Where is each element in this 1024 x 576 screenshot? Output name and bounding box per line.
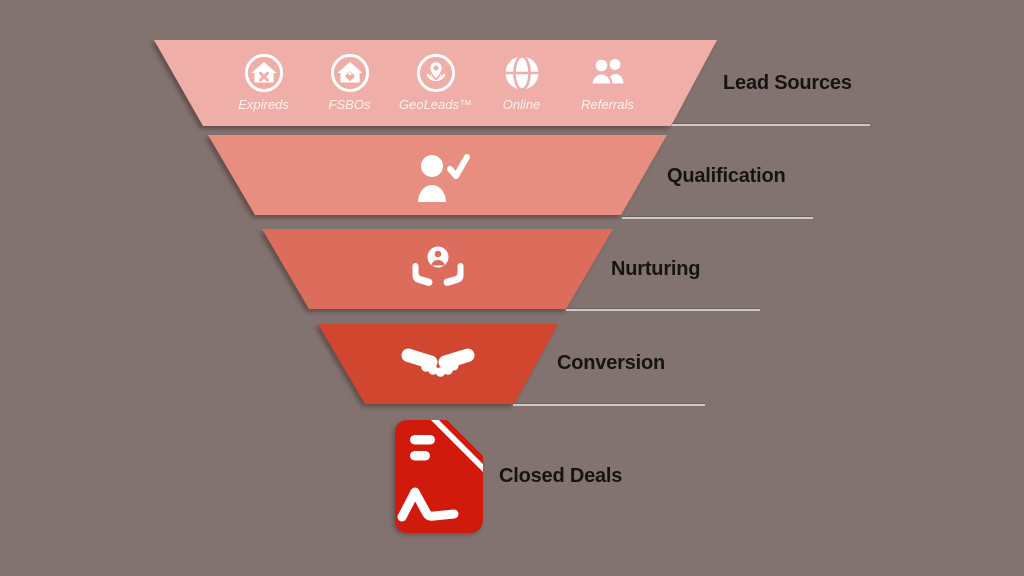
closed-deals-icon-wrap [395,420,483,533]
stage-label-lead-sources: Lead Sources [723,72,852,94]
funnel-stage-lead-sources: Expireds FSBOs [154,40,717,126]
lead-source-label: Referrals [581,97,634,112]
funnel-stage-conversion [318,324,558,404]
stage-label-qualification: Qualification [667,165,786,187]
lead-source-online: Online [480,53,564,112]
people-icon [589,57,623,86]
lead-source-fsbos: FSBOs [308,53,392,112]
caring-hands-icon [412,246,463,286]
lead-source-expireds: Expireds [222,53,306,112]
lead-source-label: Expireds [238,97,289,112]
funnel-stage-nurturing [262,229,613,309]
handshake-icon [401,348,475,377]
person-check-icon [417,154,470,202]
stage-divider-line [513,403,705,406]
stage-label-closed-deals: Closed Deals [499,465,623,487]
stage-divider-line [672,123,870,126]
stage-divider-line [566,308,760,311]
expired-house-icon [244,53,283,93]
lead-source-referrals: Referrals [566,53,650,112]
geo-pin-radar-icon [416,53,455,93]
lead-source-label: GeoLeads™ [399,97,472,112]
signed-document-icon [395,420,483,533]
lead-source-label: FSBOs [328,97,371,112]
funnel-stage-qualification [208,135,667,215]
lead-source-geoleads: GeoLeads™ [394,53,478,112]
lead-source-label: Online [502,97,541,112]
lead-sources-row: Expireds FSBOs [222,53,650,112]
stage-divider-line [622,216,813,219]
stage-label-conversion: Conversion [557,352,666,374]
globe-icon [505,55,538,91]
house-tag-icon [330,53,369,93]
stage-label-nurturing: Nurturing [611,258,701,280]
